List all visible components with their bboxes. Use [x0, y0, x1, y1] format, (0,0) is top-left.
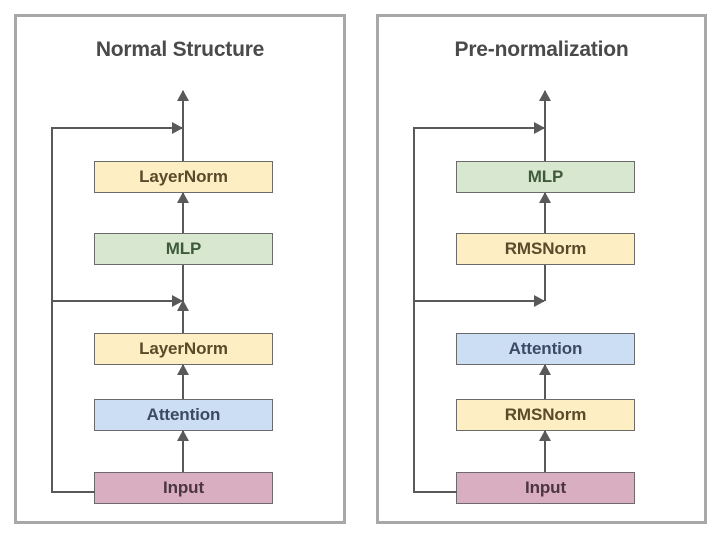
node-layernorm-top[interactable]: LayerNorm — [94, 161, 273, 193]
residual-bus — [413, 128, 415, 493]
node-label: RMSNorm — [504, 405, 587, 424]
node-label: Input — [524, 478, 567, 497]
flow-normal-structure: LayerNorm MLP LayerNorm Attention — [17, 17, 343, 521]
residual-arrow-post-mlp — [413, 127, 544, 129]
node-rmsnorm-bottom[interactable]: RMSNorm — [456, 399, 635, 431]
node-label: LayerNorm — [139, 339, 228, 358]
arrow-rmsnorm-top-to-mlp — [544, 193, 546, 233]
node-input[interactable]: Input — [94, 472, 273, 504]
panel-pre-normalization: Pre-normalization MLP RMSNorm Attention — [376, 14, 707, 524]
arrow-input-to-rmsnorm-bottom — [544, 431, 546, 472]
panel-title-normal-structure: Normal Structure — [95, 38, 265, 61]
spine-output-to-layernorm-top — [182, 121, 184, 161]
arrow-rmsnorm-bottom-to-attention — [544, 365, 546, 399]
arrow-layernorm-bottom-to-mlp — [182, 301, 184, 333]
node-attention[interactable]: Attention — [456, 333, 635, 365]
arrow-output-prenorm — [544, 91, 546, 121]
residual-arrow-post-attention — [51, 300, 182, 302]
arrow-attention-to-layernorm-bottom — [182, 365, 184, 399]
node-layernorm-bottom[interactable]: LayerNorm — [94, 333, 273, 365]
node-label: Attention — [508, 339, 583, 358]
flow-pre-normalization: MLP RMSNorm Attention RMSNorm — [379, 17, 704, 521]
arrow-input-to-attention — [182, 431, 184, 472]
spine-residual2-to-mlp — [182, 265, 184, 301]
node-rmsnorm-top[interactable]: RMSNorm — [456, 233, 635, 265]
node-input[interactable]: Input — [456, 472, 635, 504]
spine-residual2-to-rmsnorm-top — [544, 265, 546, 301]
residual-bus — [51, 128, 53, 493]
arrow-mlp-to-layernorm-top — [182, 193, 184, 233]
arrow-output-normal — [182, 91, 184, 121]
panel-normal-structure: Normal Structure LayerNorm MLP Layer — [14, 14, 346, 524]
spine-output-to-mlp — [544, 121, 546, 161]
node-mlp[interactable]: MLP — [456, 161, 635, 193]
residual-stub-from-input — [51, 491, 95, 493]
panel-title-pre-normalization: Pre-normalization — [454, 38, 629, 61]
node-label: Attention — [146, 405, 221, 424]
residual-arrow-post-mlp — [51, 127, 182, 129]
node-mlp[interactable]: MLP — [94, 233, 273, 265]
node-label: MLP — [165, 239, 202, 258]
node-label: MLP — [527, 167, 564, 186]
residual-arrow-post-attention — [413, 300, 544, 302]
node-attention[interactable]: Attention — [94, 399, 273, 431]
residual-stub-from-input — [413, 491, 457, 493]
node-label: LayerNorm — [139, 167, 228, 186]
node-label: Input — [162, 478, 205, 497]
node-label: RMSNorm — [504, 239, 587, 258]
